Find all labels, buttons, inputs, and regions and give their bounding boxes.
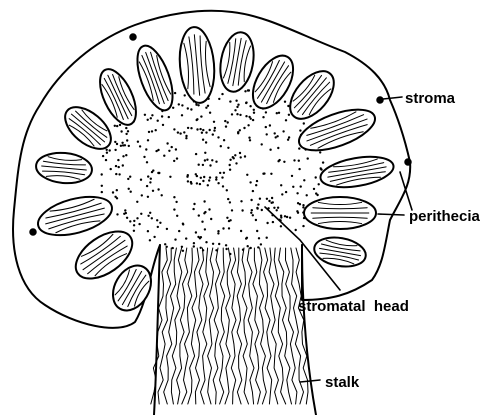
perithecium: [304, 197, 376, 229]
stalk-fiber: [264, 248, 272, 404]
stalk-fiber: [237, 248, 242, 404]
ostiole-dot: [377, 97, 383, 103]
stalk-fiber: [195, 248, 203, 404]
perithecium: [216, 30, 258, 95]
stalk-fiber: [201, 248, 209, 404]
stalk-leader: [300, 380, 320, 382]
stalk-fiber: [242, 248, 248, 404]
perithecium: [177, 26, 217, 105]
stalk: [151, 245, 316, 415]
ostiole-dot: [405, 159, 411, 165]
ostiole-dot: [130, 34, 136, 40]
perithecium: [35, 151, 93, 186]
stalk-fiber: [188, 248, 199, 404]
perithecium: [130, 41, 180, 114]
label-perithecia: perithecia: [409, 208, 481, 225]
perithecia-leader-lower: [378, 214, 404, 215]
stalk-fiber: [164, 248, 177, 404]
stalk-fiber: [253, 248, 261, 404]
stalk-fiber: [220, 248, 225, 404]
perithecium: [318, 152, 396, 192]
stalk-fiber: [177, 248, 188, 404]
perithecia-leader-upper: [400, 172, 412, 210]
stroma-leader: [383, 97, 402, 99]
stalk-fiber: [231, 248, 236, 404]
stalk-fiber: [213, 248, 220, 404]
label-stromatal-head: stromatal head: [298, 298, 409, 315]
stalk-fiber: [259, 248, 266, 404]
stalk-fiber: [269, 248, 278, 404]
perithecia-group: [34, 26, 396, 318]
stalk-fiber: [247, 248, 254, 404]
ostiole-dot: [30, 229, 36, 235]
label-stalk: stalk: [325, 374, 360, 391]
label-stroma: stroma: [405, 90, 456, 107]
stalk-fiber: [208, 248, 214, 404]
stalk-fiber: [225, 248, 231, 404]
